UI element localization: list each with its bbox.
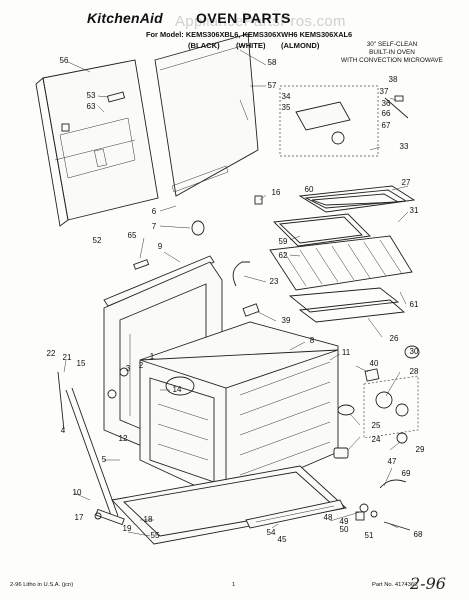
callout-34: 34	[282, 92, 291, 101]
callout-5: 5	[102, 455, 107, 464]
callout-68: 68	[414, 530, 423, 539]
element-assembly-box	[279, 85, 409, 157]
callout-54: 54	[267, 528, 276, 537]
bake-element	[298, 299, 406, 323]
callout-52: 52	[93, 236, 102, 245]
callout-25: 25	[372, 421, 381, 430]
part-16	[254, 195, 263, 205]
description-line-2: BUILT-IN OVEN	[369, 49, 415, 56]
callout-11: 11	[342, 348, 351, 357]
callout-31: 31	[410, 206, 419, 215]
part-7	[191, 220, 205, 236]
part-53	[106, 91, 126, 103]
color-white: (WHITE)	[236, 41, 266, 50]
footer-part-number: Part No. 4174360	[372, 582, 418, 588]
callout-labels: 56 53 63 58 57 6 7 52 65 9 16 60 27 31 5…	[47, 56, 425, 544]
callout-16: 16	[272, 188, 281, 197]
callout-8: 8	[310, 336, 315, 345]
model-numbers: For Model: KEMS306XBL6, KEMS306XWH6 KEMS…	[146, 30, 353, 39]
callout-65: 65	[128, 231, 137, 240]
callout-62: 62	[279, 251, 288, 260]
part-65	[133, 259, 150, 270]
footer-page-number: 1	[232, 582, 236, 588]
callout-21: 21	[63, 353, 72, 362]
callout-2: 2	[139, 361, 144, 370]
handwritten-note: 2-96	[410, 574, 446, 593]
callout-37: 37	[380, 87, 389, 96]
hinge-parts	[57, 367, 129, 526]
callout-18: 18	[144, 515, 153, 524]
callout-7: 7	[152, 222, 157, 231]
callout-12: 12	[119, 434, 128, 443]
color-black: (BLACK)	[188, 41, 220, 50]
rear-panel	[35, 59, 159, 227]
callout-49: 49	[340, 517, 349, 526]
callout-50: 50	[340, 525, 349, 534]
callout-51: 51	[365, 531, 374, 540]
callout-29: 29	[416, 445, 425, 454]
broil-element	[298, 185, 416, 213]
callout-6: 6	[152, 207, 157, 216]
callout-35: 35	[282, 103, 291, 112]
color-almond: (ALMOND)	[281, 41, 320, 50]
callout-59: 59	[279, 237, 288, 246]
callout-45: 45	[278, 535, 287, 544]
part-39	[242, 303, 260, 317]
oven-cavity	[139, 321, 339, 501]
callout-57: 57	[268, 81, 277, 90]
callout-33: 33	[400, 142, 409, 151]
description-line-1: 30" SELF-CLEAN	[366, 41, 418, 48]
control-parts	[333, 345, 420, 531]
top-rail	[103, 255, 215, 307]
description-line-3: WITH CONVECTION MICROWAVE	[341, 57, 443, 64]
leader-lines	[63, 49, 409, 537]
callout-60: 60	[305, 185, 314, 194]
callout-38: 38	[389, 75, 398, 84]
page-title: OVEN PARTS	[196, 10, 291, 26]
brand-logo-text: KitchenAid	[87, 10, 163, 26]
callout-10: 10	[73, 488, 82, 497]
callout-23: 23	[270, 277, 279, 286]
callout-3: 3	[126, 364, 131, 373]
callout-63: 63	[87, 102, 96, 111]
oven-racks	[269, 213, 413, 313]
callout-14: 14	[173, 385, 182, 394]
callout-47: 47	[388, 457, 397, 466]
callout-66: 66	[382, 109, 391, 118]
convection-tube	[232, 261, 250, 287]
callout-53: 53	[87, 91, 96, 100]
callout-55: 55	[151, 531, 160, 540]
callout-9: 9	[158, 242, 163, 251]
callout-1: 1	[150, 352, 155, 361]
side-panel	[154, 33, 259, 197]
callout-56: 56	[60, 56, 69, 65]
callout-39: 39	[282, 316, 291, 325]
callout-22: 22	[47, 349, 56, 358]
part-63	[61, 123, 70, 132]
callout-15: 15	[77, 359, 86, 368]
callout-28: 28	[410, 367, 419, 376]
callout-26: 26	[390, 334, 399, 343]
callout-69: 69	[402, 469, 411, 478]
callout-48: 48	[324, 513, 333, 522]
callout-19: 19	[123, 524, 132, 533]
footer-litho: 2-96 Litho in U.S.A. (jcn)	[10, 582, 74, 588]
watermark: AppliancePartsPros.com	[175, 13, 346, 30]
callout-4: 4	[61, 426, 66, 435]
callout-17: 17	[75, 513, 84, 522]
callout-24: 24	[372, 435, 381, 444]
callout-27: 27	[402, 178, 411, 187]
callout-30: 30	[410, 347, 419, 356]
callout-61: 61	[410, 300, 419, 309]
callout-58: 58	[268, 58, 277, 67]
callout-40: 40	[370, 359, 379, 368]
callout-36: 36	[382, 99, 391, 108]
callout-67: 67	[382, 121, 391, 130]
bottom-tray	[111, 465, 347, 545]
